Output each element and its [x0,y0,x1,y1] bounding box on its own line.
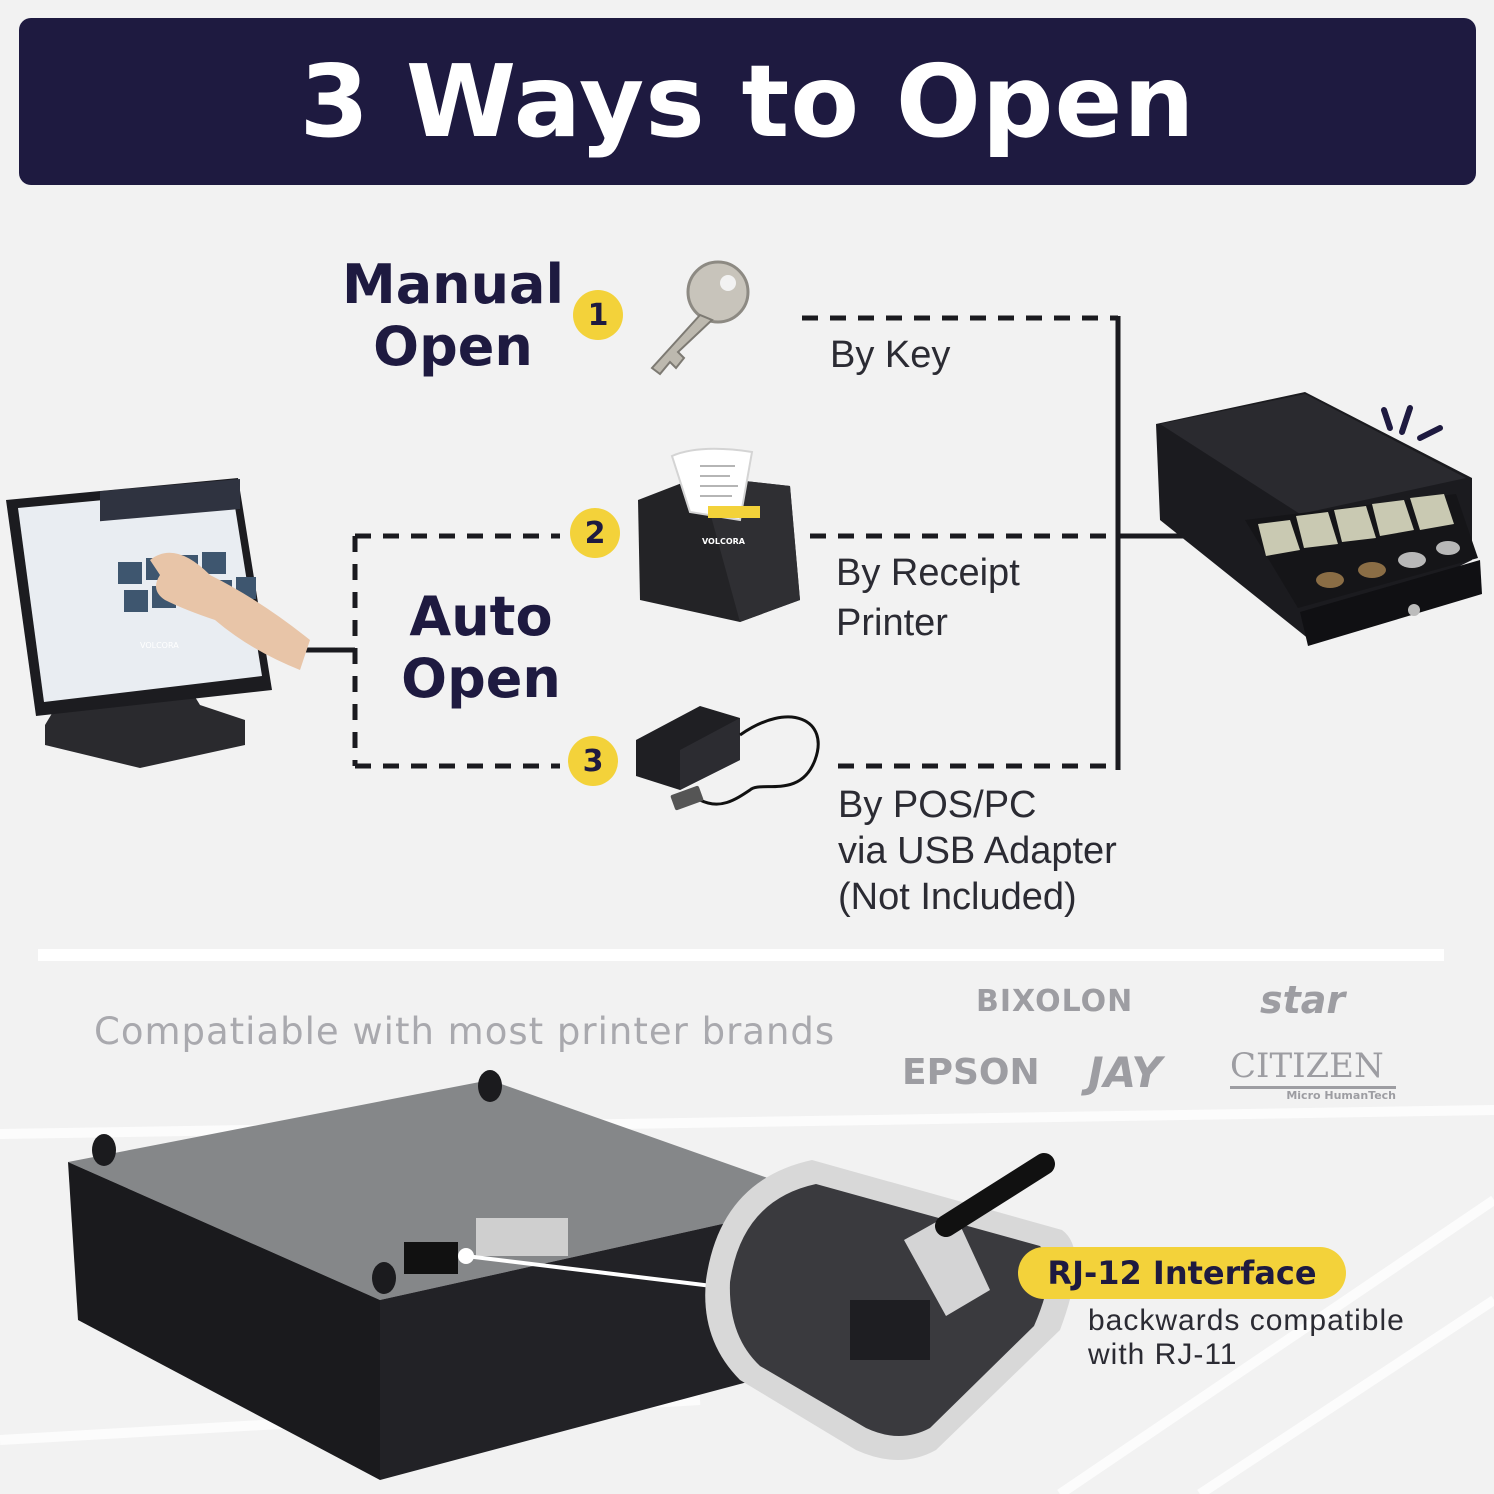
connector-lines [302,315,1202,770]
open-motion-lines [1381,405,1443,441]
interface-description: backwards compatible with RJ-11 [1088,1304,1405,1372]
step-badge-2: 2 [570,508,620,558]
brand-logo-jay: JAY [1088,1048,1162,1097]
usb-adapter-illustration [636,706,820,811]
auto-label-line1: Auto [409,585,553,648]
auto-label-line2: Open [401,647,561,710]
step-badge-1: 1 [573,290,623,340]
brand-logo-epson: EPSON [902,1052,1040,1093]
method-by-printer: By Receipt Printer [836,548,1020,648]
method-by-usb: By POS/PC via USB Adapter (Not Included) [838,782,1117,920]
usb-method-line1: By POS/PC [838,784,1037,826]
method-by-key: By Key [830,334,951,376]
drawer-underside-illustration [68,1070,830,1480]
printer-method-line2: Printer [836,602,948,644]
section-divider [38,949,1444,961]
interface-sub-line1: backwards compatible [1088,1304,1405,1337]
brand-logo-bixolon: BIXOLON [976,984,1134,1019]
key-icon [650,260,750,376]
page-title: 3 Ways to Open [299,43,1196,160]
citizen-name: CITIZEN [1230,1046,1384,1086]
manual-label-line1: Manual [341,253,564,316]
receipt-printer-illustration: VOLCORA [638,447,800,622]
compatibility-text: Compatiable with most printer brands [94,1010,836,1053]
pos-monitor-illustration: VOLCORA [6,478,310,768]
printer-brand: VOLCORA [702,537,746,546]
cash-drawer-illustration [1156,392,1482,646]
step-badge-3: 3 [568,736,618,786]
title-banner: 3 Ways to Open [19,18,1476,185]
auto-open-label: Auto Open [388,586,574,710]
brand-logo-citizen: CITIZEN Micro HumanTech [1230,1046,1396,1102]
manual-label-line2: Open [373,315,533,378]
printer-method-line1: By Receipt [836,552,1020,594]
usb-method-line3: (Not Included) [838,876,1077,918]
brand-logo-star: star [1260,978,1346,1022]
monitor-brand: VOLCORA [140,641,179,650]
citizen-subtitle: Micro HumanTech [1230,1086,1396,1102]
rj12-port-zoom-illustration [705,1153,1076,1460]
usb-method-line2: via USB Adapter [838,830,1117,872]
interface-badge: RJ-12 Interface [1018,1247,1346,1299]
interface-sub-line2: with RJ-11 [1088,1338,1238,1371]
manual-open-label: Manual Open [340,254,566,378]
